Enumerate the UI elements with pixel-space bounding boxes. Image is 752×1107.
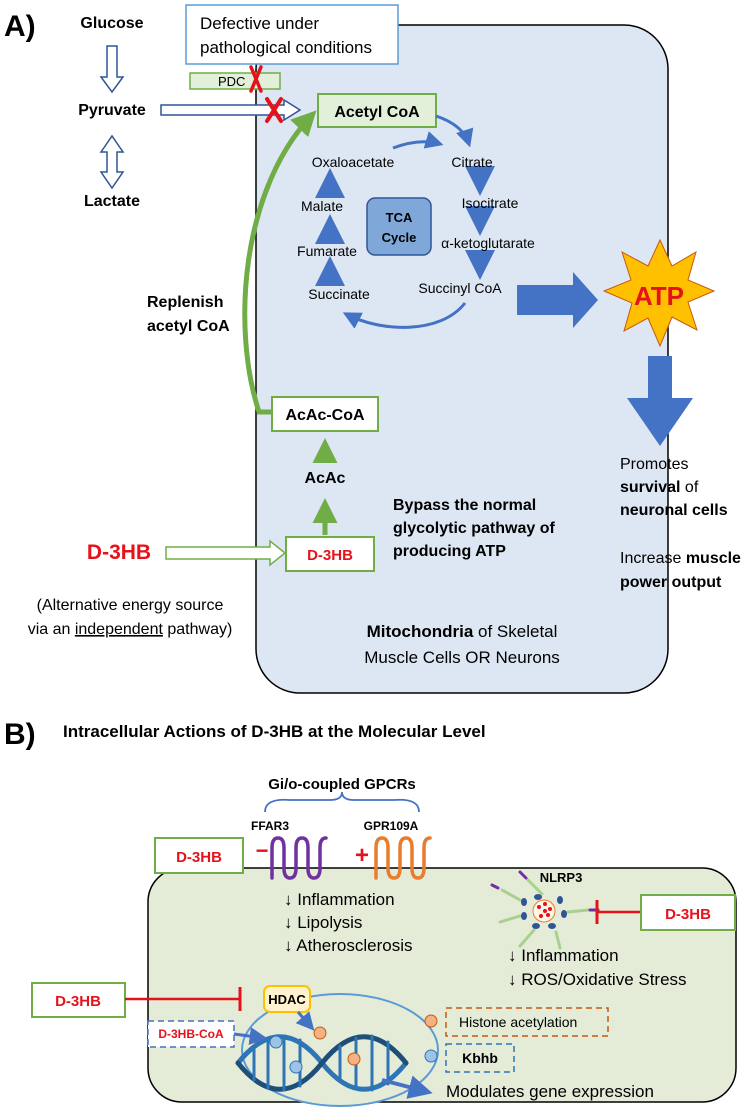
replenish-text-1: Replenish <box>147 294 223 311</box>
d3hb-nlrp3-label: D-3HB <box>665 906 711 923</box>
pyruvate-block-cross-icon <box>265 97 283 123</box>
gene-expression-arrow <box>381 1075 433 1099</box>
kbhb-legend-marker <box>424 1049 438 1063</box>
d3hb-nlrp3-box <box>640 894 736 931</box>
ros-text: ↓ ROS/Oxidative Stress <box>508 970 687 989</box>
bypass-text-1: Bypass the normal <box>393 497 536 514</box>
gpcr-title: Gi/o-coupled GPCRs <box>268 776 416 793</box>
defective-text-1: Defective under <box>200 14 319 33</box>
kbhb-box <box>445 1043 515 1073</box>
d3hb-mito-box <box>285 536 375 572</box>
dna-kbhb-mark-1 <box>269 1035 283 1049</box>
histone-legend-marker <box>424 1014 438 1028</box>
gpcr-brace-icon <box>264 791 420 813</box>
replenish-text-2: acetyl CoA <box>147 318 230 335</box>
panel-b-title: Intracellular Actions of D-3HB at the Mo… <box>63 722 486 741</box>
gpcr-inflammation-text: ↓ Inflammation <box>284 890 395 909</box>
glucose-label: Glucose <box>80 15 143 32</box>
succinyl-coa-label: Succinyl CoA <box>418 280 502 296</box>
dna-kbhb-mark-2 <box>289 1060 303 1074</box>
gpr109a-receptor-icon <box>374 836 432 880</box>
pdc-block-cross-icon <box>249 65 263 93</box>
akg-label: α-ketoglutarate <box>441 235 535 251</box>
ffar3-minus-sign: − <box>256 838 269 863</box>
panel-b-label: B) <box>4 718 36 751</box>
d3hb-left-label: D-3HB <box>87 541 151 564</box>
d3hb-gpcr-box <box>154 837 244 874</box>
nlrp3-label: NLRP3 <box>540 870 583 885</box>
pyruvate-lactate-double-arrow-icon <box>99 134 125 190</box>
tca-cycle-box <box>366 197 432 256</box>
hdac-label: HDAC <box>268 992 306 1007</box>
malate-label: Malate <box>301 198 343 214</box>
survival-text: survival of <box>620 479 699 496</box>
d3hbcoa-to-dna-arrow <box>233 1027 268 1046</box>
acetylcoa-to-citrate-arrow <box>435 114 474 148</box>
d3hb-hdac-box <box>31 982 126 1018</box>
mito-caption-2: Muscle Cells OR Neurons <box>364 648 560 667</box>
citrate-label: Citrate <box>451 154 492 170</box>
pyruvate-label: Pyruvate <box>78 102 146 119</box>
tca-label-1: TCA <box>386 210 413 225</box>
d3hb-coa-box <box>147 1020 235 1048</box>
d3hb-gpcr-label: D-3HB <box>176 849 222 866</box>
panel-a-label: A) <box>4 10 36 43</box>
oxaloacetate-label: Oxaloacetate <box>312 154 395 170</box>
acetyl-coa-label: Acetyl CoA <box>334 104 420 121</box>
neuronal-text: neuronal cells <box>620 502 728 519</box>
promotes-text: Promotes <box>620 456 688 473</box>
histone-label: Histone acetylation <box>459 1014 577 1030</box>
alt-energy-text-1: (Alternative energy source <box>37 597 224 614</box>
acac-coa-label: AcAc-CoA <box>285 407 365 424</box>
atp-down-arrow-icon <box>627 356 693 446</box>
modulates-text: Modulates gene expression <box>446 1082 654 1101</box>
glucose-down-arrow-icon <box>99 45 125 94</box>
defective-text-2: pathological conditions <box>200 38 372 57</box>
hdac-to-dna-arrow <box>295 1011 315 1031</box>
acac-label: AcAc <box>305 470 346 487</box>
ffar3-receptor-icon <box>270 836 328 880</box>
acetyl-coa-box <box>317 93 437 128</box>
mito-caption-1: Mitochondria of Skeletal <box>367 622 558 641</box>
pdc-label: PDC <box>218 74 245 89</box>
power-text: power output <box>620 574 722 591</box>
isocitrate-label: Isocitrate <box>462 195 519 211</box>
increase-text: Increase muscle <box>620 550 741 567</box>
dna-helix-icon <box>235 1034 409 1092</box>
succinylcoa-to-succinate-arrow <box>342 302 467 329</box>
nlrp3-inflammation-text: ↓ Inflammation <box>508 946 619 965</box>
hdac-box <box>263 985 311 1013</box>
fumarate-label: Fumarate <box>297 243 357 259</box>
tca-label-2: Cycle <box>382 230 417 245</box>
succinate-label: Succinate <box>308 286 370 302</box>
kbhb-label: Kbhb <box>462 1050 498 1066</box>
nlrp3-inflammasome-icon <box>490 870 600 950</box>
ffar3-label: FFAR3 <box>251 819 289 833</box>
dna-acetyl-mark-2 <box>347 1052 361 1066</box>
alt-energy-text-2: via an independent pathway) <box>28 621 233 638</box>
acac-coa-box <box>271 396 379 432</box>
gpcr-lipolysis-text: ↓ Lipolysis <box>284 913 362 932</box>
atp-label: ATP <box>634 281 684 311</box>
d3hb-mito-label: D-3HB <box>307 547 353 564</box>
gpcr-atherosclerosis-text: ↓ Atherosclerosis <box>284 936 413 955</box>
defective-box <box>185 4 399 65</box>
gpr109a-label: GPR109A <box>364 819 419 833</box>
bypass-text-2: glycolytic pathway of <box>393 520 555 537</box>
gpr109a-plus-sign: + <box>355 842 369 869</box>
lactate-label: Lactate <box>84 193 140 210</box>
oxaloacetate-to-citrate-arrow <box>392 131 444 150</box>
replenish-arrow <box>242 110 317 415</box>
histone-box <box>445 1007 609 1037</box>
d3hb-coa-label: D-3HB-CoA <box>158 1027 224 1041</box>
atp-starburst-icon <box>602 238 716 348</box>
tca-to-atp-arrow-icon <box>517 272 598 328</box>
dna-acetyl-mark-1 <box>313 1026 327 1040</box>
d3hb-entry-arrow-icon <box>165 539 287 567</box>
d3hb-hdac-label: D-3HB <box>55 993 101 1010</box>
bypass-text-3: producing ATP <box>393 543 506 560</box>
